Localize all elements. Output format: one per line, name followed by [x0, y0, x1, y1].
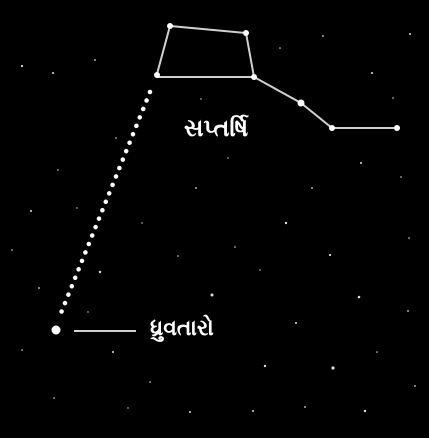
big-dipper-star: [394, 125, 400, 131]
background-star: [52, 72, 54, 74]
background-star: [311, 187, 313, 189]
background-star: [392, 97, 394, 99]
background-star: [358, 296, 361, 299]
background-star: [322, 35, 324, 37]
background-star: [57, 169, 59, 171]
background-star: [141, 222, 142, 223]
background-star: [127, 407, 128, 408]
background-star: [259, 269, 260, 270]
background-star: [38, 287, 40, 289]
background-star: [76, 207, 77, 208]
background-star: [115, 137, 117, 139]
background-stars: [11, 33, 416, 413]
background-star: [211, 294, 214, 297]
background-star: [371, 72, 373, 74]
background-star: [407, 310, 409, 312]
big-dipper-star: [329, 125, 335, 131]
background-star: [21, 65, 23, 67]
background-star: [189, 411, 191, 413]
background-star: [408, 237, 410, 239]
background-star: [87, 311, 88, 312]
background-star: [414, 385, 416, 387]
background-star: [177, 255, 179, 257]
background-star: [195, 187, 197, 189]
background-star: [227, 157, 228, 158]
background-star: [331, 366, 334, 369]
big-dipper-handle-line: [254, 77, 397, 128]
background-star: [94, 59, 96, 61]
big-dipper-star: [167, 23, 173, 29]
background-star: [364, 410, 366, 412]
background-star: [99, 271, 101, 273]
background-star: [11, 249, 13, 251]
big-dipper-star: [251, 74, 257, 80]
background-star: [400, 176, 402, 178]
background-star: [304, 406, 306, 408]
background-star: [53, 397, 55, 399]
background-star: [285, 222, 287, 224]
big-dipper-star: [154, 72, 160, 78]
background-star: [329, 254, 331, 256]
pole-star: [52, 326, 61, 335]
background-star: [149, 381, 151, 383]
big-dipper-star: [243, 30, 249, 36]
background-star: [279, 47, 281, 49]
background-star: [376, 351, 378, 353]
big-dipper-bowl-outline: [157, 26, 254, 77]
big-dipper-star: [298, 100, 305, 107]
background-star: [252, 410, 254, 412]
background-star: [360, 162, 362, 164]
background-star: [264, 365, 266, 367]
background-star: [295, 322, 297, 324]
background-star: [409, 33, 411, 35]
background-star: [30, 210, 32, 212]
background-star: [200, 98, 201, 99]
pointer-dotted-line: [59, 92, 150, 318]
background-star: [112, 351, 114, 353]
background-star: [234, 246, 236, 248]
pole-star-label: ધ્રુવતારો: [150, 318, 214, 340]
big-dipper-label: સપ્તર્ષિ: [184, 116, 248, 140]
background-star: [21, 349, 23, 351]
